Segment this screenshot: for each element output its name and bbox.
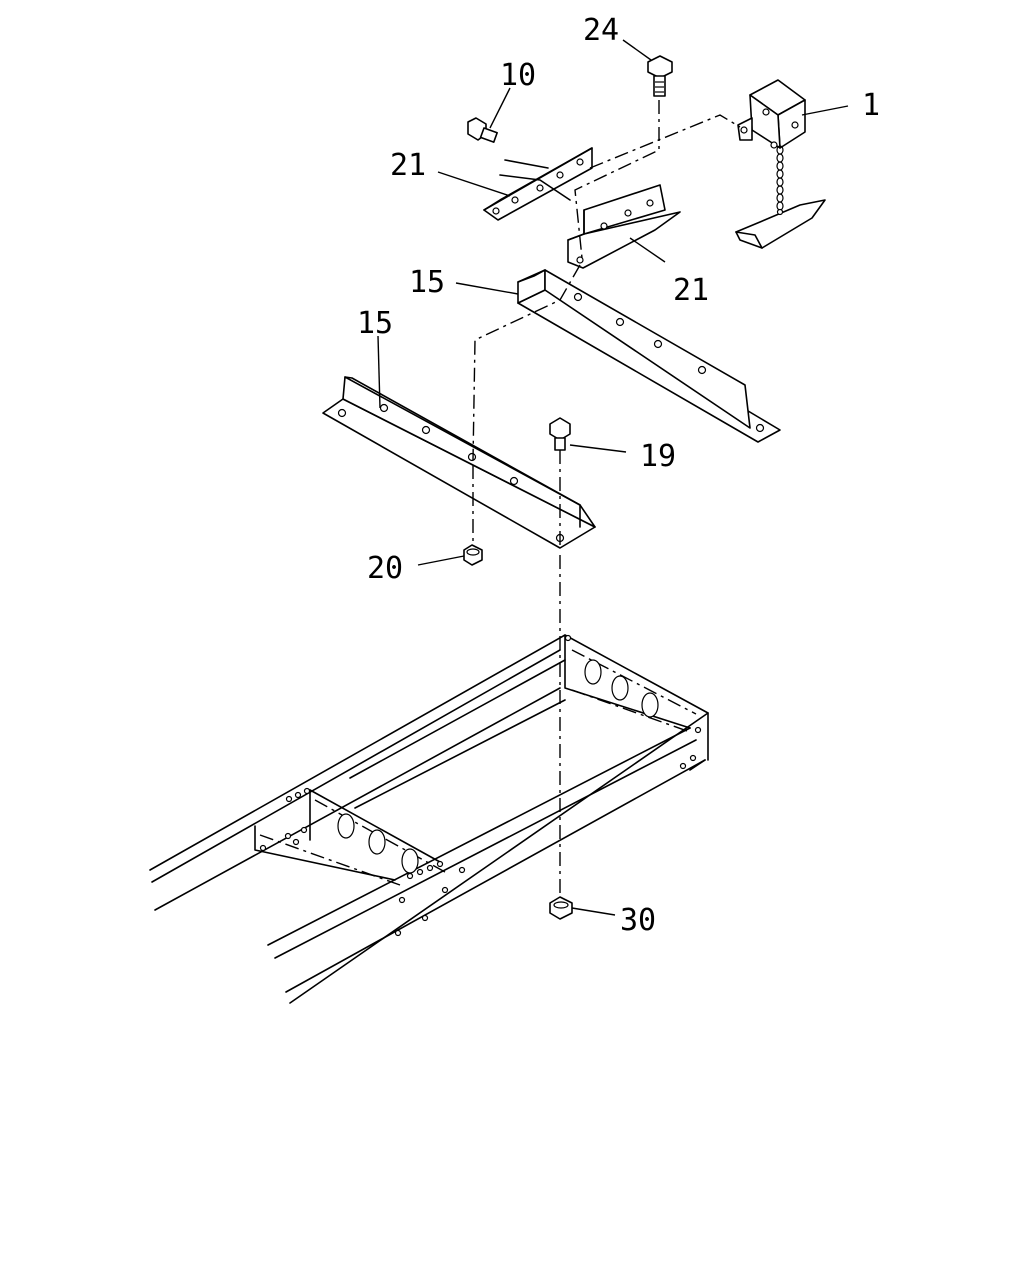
chain [776,145,784,211]
nut-20 [463,544,483,566]
callout-20: 20 [367,551,403,586]
angle-bracket-15-right [517,269,781,443]
callout-15-left: 15 [357,306,393,341]
callout-10: 10 [500,58,536,93]
callout-24: 24 [583,13,619,48]
angle-bracket-21-center [567,184,681,269]
assembly-lines [472,100,741,895]
bolt-19 [549,417,571,451]
nut-30 [549,896,573,920]
hitch-assembly-1 [735,79,826,249]
callout-15-upper: 15 [409,265,445,300]
angle-bracket-15-left [322,376,596,549]
bolt-24 [647,55,673,97]
plate-21-left [483,147,593,221]
leader-lines [377,39,849,916]
callout-30: 30 [620,903,656,938]
callout-21-center: 21 [673,273,709,308]
callouts: 24 10 1 21 21 15 15 19 20 30 [357,13,880,938]
callout-21-upper: 21 [390,148,426,183]
chassis-frame [149,634,709,1004]
callout-19: 19 [640,439,676,474]
bolt-10 [467,117,498,143]
callout-1: 1 [862,88,880,123]
